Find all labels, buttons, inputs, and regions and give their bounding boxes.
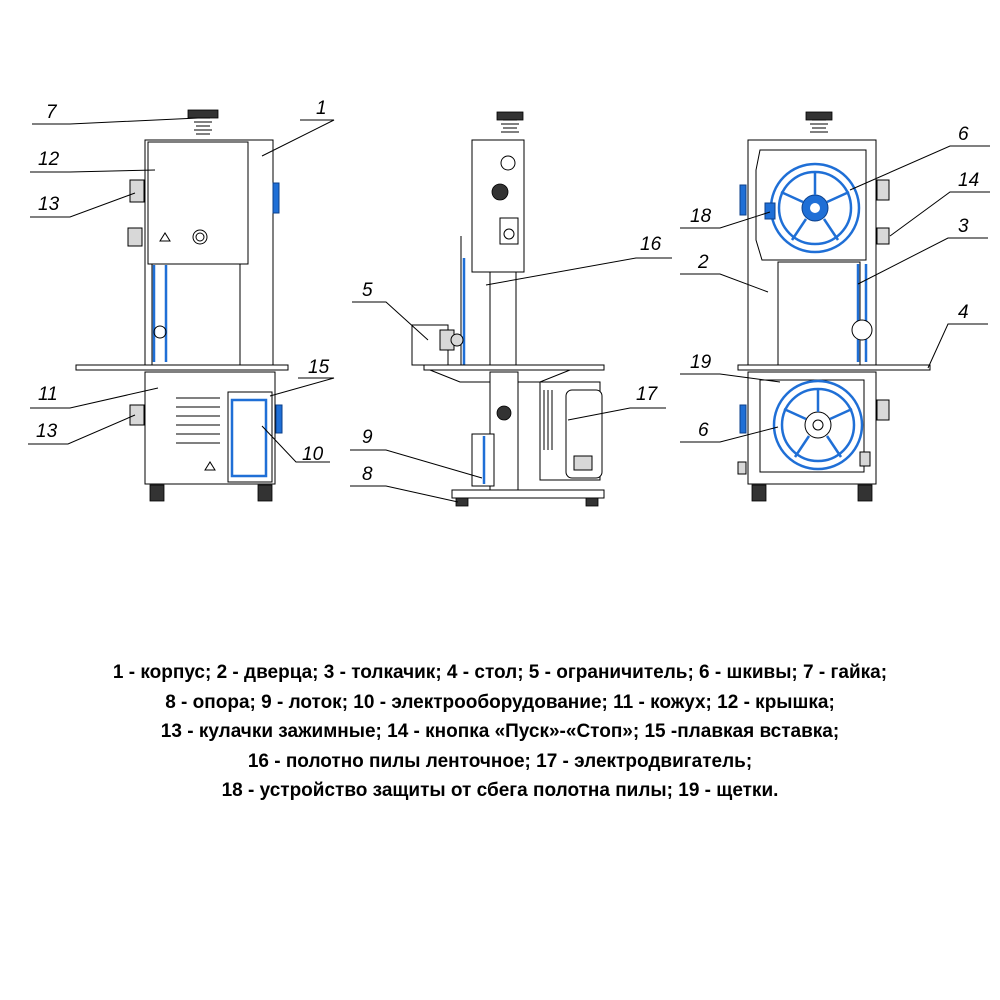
legend-caption: 1 - корпус; 2 - дверца; 3 - толкачик; 4 … (0, 658, 1000, 806)
callout-labels: 7 12 13 1 11 13 15 10 5 16 9 8 17 6 14 1… (36, 98, 979, 485)
front-view (75, 109, 289, 502)
caption-line-5: 18 - устройство защиты от сбега полотна … (221, 780, 779, 801)
callout-16: 16 (640, 234, 662, 255)
callout-13-top: 13 (38, 194, 60, 215)
callout-13-bottom: 13 (36, 421, 58, 442)
callout-6-top: 6 (958, 124, 969, 145)
warning-triangle-icon (159, 232, 171, 242)
callout-7: 7 (46, 102, 58, 123)
caption-line-1: 1 - корпус; 2 - дверца; 3 - толкачик; 4 … (112, 662, 888, 683)
callout-11: 11 (38, 384, 58, 405)
callout-1: 1 (316, 98, 327, 119)
caption-line-2: 8 - опора; 9 - лоток; 10 - электрооборуд… (165, 691, 835, 713)
callout-12: 12 (38, 149, 60, 170)
callout-17: 17 (636, 384, 659, 405)
vent-slots (176, 397, 220, 444)
rear-view (737, 111, 931, 502)
caption-line-4: 16 - полотно пилы ленточное; 17 - электр… (247, 750, 753, 772)
callout-10: 10 (302, 444, 324, 465)
tension-spring (194, 117, 212, 135)
callout-15: 15 (308, 357, 330, 378)
callout-19: 19 (690, 352, 712, 373)
callout-4: 4 (958, 302, 969, 323)
callout-14: 14 (958, 170, 979, 191)
tension-nut-knob (187, 109, 219, 119)
side-view (411, 111, 605, 507)
top-cover (147, 141, 249, 265)
caption-line-3: 13 - кулачки зажимные; 14 - кнопка «Пуск… (160, 721, 840, 742)
callout-18: 18 (690, 206, 712, 227)
callout-2: 2 (697, 252, 709, 273)
lower-pulley (772, 379, 864, 471)
callout-8: 8 (362, 464, 373, 485)
callout-9: 9 (362, 427, 373, 448)
callout-6-bottom: 6 (698, 420, 709, 441)
warning-triangle-icon-2 (204, 461, 216, 471)
callout-5: 5 (362, 280, 373, 301)
lower-body (144, 371, 276, 485)
band-saw-diagram: 7 12 13 1 11 13 15 10 5 16 9 8 17 6 14 1… (28, 98, 990, 507)
callout-leaders (28, 117, 990, 503)
callout-3: 3 (958, 216, 969, 237)
